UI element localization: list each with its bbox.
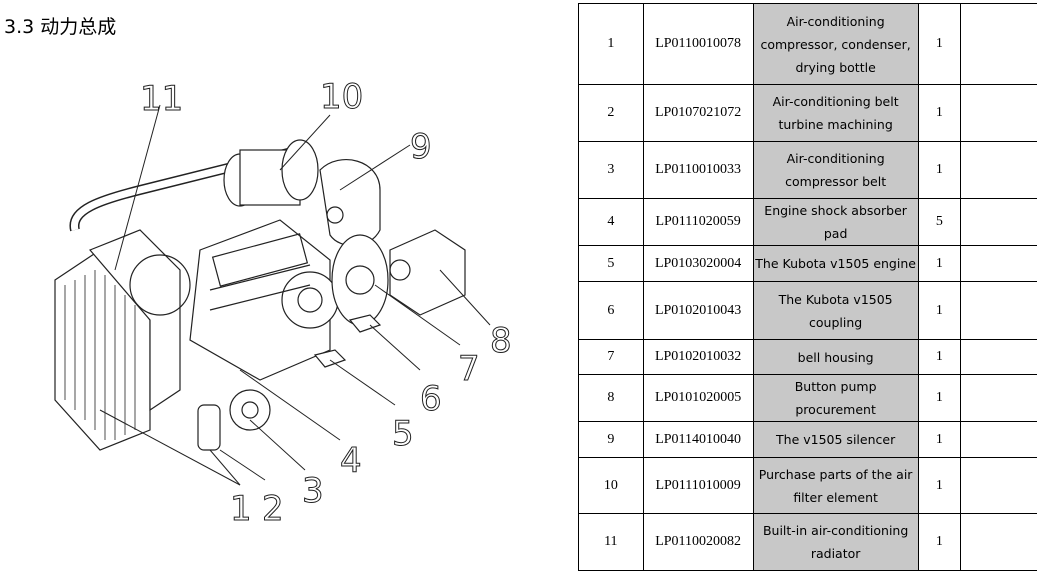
callout-3: 3 (302, 471, 324, 511)
callout-10: 10 (320, 77, 363, 117)
part-description: bell housing (753, 340, 918, 375)
empty-cell (961, 142, 1037, 199)
part-code: LP0114010040 (643, 422, 753, 458)
pump-drawing (390, 230, 465, 315)
item-number: 11 (579, 514, 644, 571)
item-number: 5 (579, 246, 644, 282)
radiator-drawing (55, 230, 190, 450)
empty-cell (961, 375, 1037, 422)
empty-cell (961, 340, 1037, 375)
part-code: LP0111010009 (643, 458, 753, 514)
item-number: 3 (579, 142, 644, 199)
callout-4: 4 (340, 441, 362, 481)
part-code: LP0102010032 (643, 340, 753, 375)
item-number: 4 (579, 199, 644, 246)
engine-assembly-diagram: 1 2 3 4 5 6 7 8 9 10 11 (40, 70, 570, 549)
part-description: Air-conditioning compressor belt (753, 142, 918, 199)
quantity: 1 (918, 340, 960, 375)
part-code: LP0107021072 (643, 85, 753, 142)
compressor-drawing (198, 390, 270, 450)
empty-cell (961, 85, 1037, 142)
part-description: The Kubota v1505 engine (753, 246, 918, 282)
callout-1: 1 (230, 489, 252, 529)
part-description: Purchase parts of the air filter element (753, 458, 918, 514)
callout-8: 8 (490, 321, 512, 361)
part-description: The v1505 silencer (753, 422, 918, 458)
quantity: 1 (918, 375, 960, 422)
part-code: LP0110010033 (643, 142, 753, 199)
empty-cell (961, 458, 1037, 514)
quantity: 5 (918, 199, 960, 246)
part-description: Air-conditioning compressor, condenser, … (753, 4, 918, 85)
item-number: 1 (579, 4, 644, 85)
part-code: LP0111020059 (643, 199, 753, 246)
item-number: 9 (579, 422, 644, 458)
empty-cell (961, 282, 1037, 340)
quantity: 1 (918, 422, 960, 458)
air-filter-drawing (224, 140, 318, 206)
item-number: 10 (579, 458, 644, 514)
quantity: 1 (918, 4, 960, 85)
quantity: 1 (918, 142, 960, 199)
part-code: LP0102010043 (643, 282, 753, 340)
callout-9: 9 (410, 127, 432, 167)
part-code: LP0101020005 (643, 375, 753, 422)
quantity: 1 (918, 282, 960, 340)
part-description: Button pump procurement (753, 375, 918, 422)
empty-cell (961, 199, 1037, 246)
item-number: 7 (579, 340, 644, 375)
quantity: 1 (918, 85, 960, 142)
item-number: 2 (579, 85, 644, 142)
part-description: Engine shock absorber pad (753, 199, 918, 246)
empty-cell (961, 246, 1037, 282)
part-code: LP0110020082 (643, 514, 753, 571)
part-code: LP0103020004 (643, 246, 753, 282)
part-code: LP0110010078 (643, 4, 753, 85)
callout-7: 7 (458, 349, 480, 389)
empty-cell (961, 422, 1037, 458)
silencer-drawing (320, 160, 380, 246)
quantity: 1 (918, 514, 960, 571)
callout-2: 2 (262, 489, 284, 529)
item-number: 6 (579, 282, 644, 340)
callout-5: 5 (392, 414, 414, 454)
part-description: Built-in air-conditioning radiator (753, 514, 918, 571)
callout-6: 6 (420, 379, 442, 419)
section-heading: 3.3 动力总成 (4, 12, 116, 39)
part-description: The Kubota v1505 coupling (753, 282, 918, 340)
empty-cell (961, 4, 1037, 85)
quantity: 1 (918, 458, 960, 514)
bell-housing-drawing (332, 235, 388, 325)
quantity: 1 (918, 246, 960, 282)
item-number: 8 (579, 375, 644, 422)
callout-11: 11 (140, 79, 183, 119)
empty-cell (961, 514, 1037, 571)
part-description: Air-conditioning belt turbine machining (753, 85, 918, 142)
